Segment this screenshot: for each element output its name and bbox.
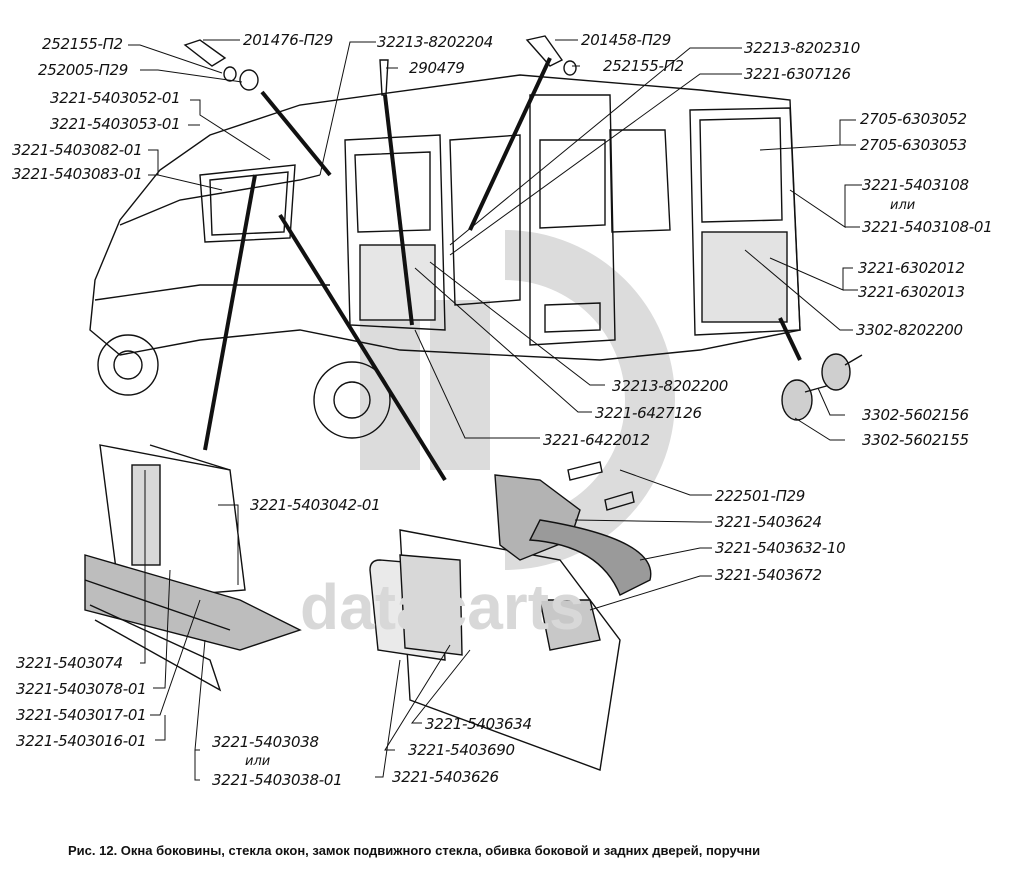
part-label: 252155-П2: [603, 57, 684, 75]
part-label: 3302-5602155: [862, 431, 969, 449]
part-label: 3221-5403038: [212, 733, 319, 751]
part-label: 3221-5403042-01: [250, 496, 381, 514]
part-label: 3221-6302012: [858, 259, 965, 277]
part-label: 2705-6303052: [860, 110, 967, 128]
part-label: 3221-5403632-10: [715, 539, 846, 557]
figure-caption: Рис. 12. Окна боковины, стекла окон, зам…: [68, 843, 761, 858]
van-drawing: [84, 35, 863, 771]
part-label: 3221-5403052-01: [50, 89, 181, 107]
part-label: 3221-5403074: [16, 654, 123, 672]
part-label: 3221-5403082-01: [12, 141, 143, 159]
leader-lines: [128, 39, 862, 781]
part-label: 3221-5403038-01: [212, 771, 343, 789]
part-label: 3221-6427126: [595, 404, 702, 422]
part-label: 252155-П2: [42, 35, 123, 53]
part-label: 3221-5403108: [862, 176, 969, 194]
watermark-text: datacarts: [300, 571, 585, 643]
part-label: 3221-5403624: [715, 513, 822, 531]
part-label: 3221-6307126: [744, 65, 851, 83]
part-label: 222501-П29: [715, 487, 806, 505]
part-label: 201476-П29: [243, 31, 334, 49]
part-label: 3221-5403672: [715, 566, 822, 584]
part-label: 3221-5403053-01: [50, 115, 181, 133]
part-label: 3302-8202200: [856, 321, 963, 339]
part-label: 32213-8202310: [744, 39, 861, 57]
part-label: 3221-5403083-01: [12, 165, 143, 183]
part-label: 3221-5403078-01: [16, 680, 147, 698]
part-label: 3221-5403634: [425, 715, 532, 733]
part-label: 32213-8202204: [377, 33, 494, 51]
part-label: 2705-6303053: [860, 136, 967, 154]
part-label: 252005-П29: [38, 61, 129, 79]
or-word: или: [890, 198, 916, 213]
part-label: 3221-5403017-01: [16, 706, 147, 724]
part-label: 3221-5403690: [408, 741, 515, 759]
part-label: 3302-5602156: [862, 406, 969, 424]
part-label: 3221-5403016-01: [16, 732, 147, 750]
part-label: 32213-8202200: [612, 377, 729, 395]
part-label: 201458-П29: [581, 31, 672, 49]
part-label: 3221-5403108-01: [862, 218, 993, 236]
part-label: 3221-6422012: [543, 431, 650, 449]
part-label: 3221-5403626: [392, 768, 499, 786]
part-label: 3221-6302013: [858, 283, 965, 301]
detail-pointers: [203, 57, 802, 482]
or-word: или: [245, 754, 271, 769]
part-label: 290479: [409, 59, 465, 77]
